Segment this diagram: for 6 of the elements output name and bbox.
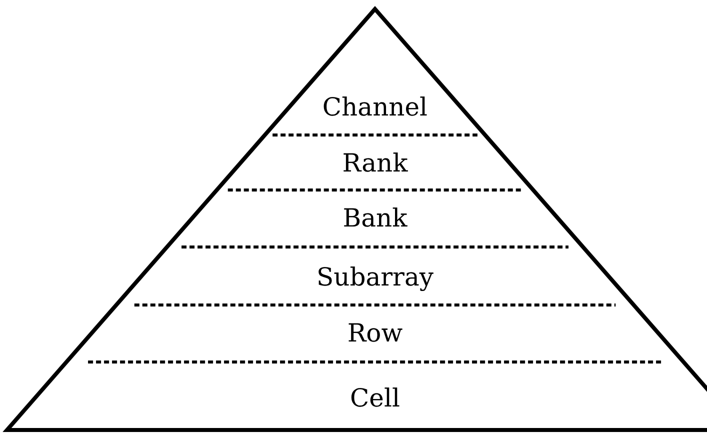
level-label: Channel [322,93,428,121]
level-label: Bank [342,204,408,232]
level-label: Subarray [316,263,434,291]
level-label: Row [347,319,403,347]
level-label: Rank [342,149,408,177]
level-label: Cell [350,384,400,412]
